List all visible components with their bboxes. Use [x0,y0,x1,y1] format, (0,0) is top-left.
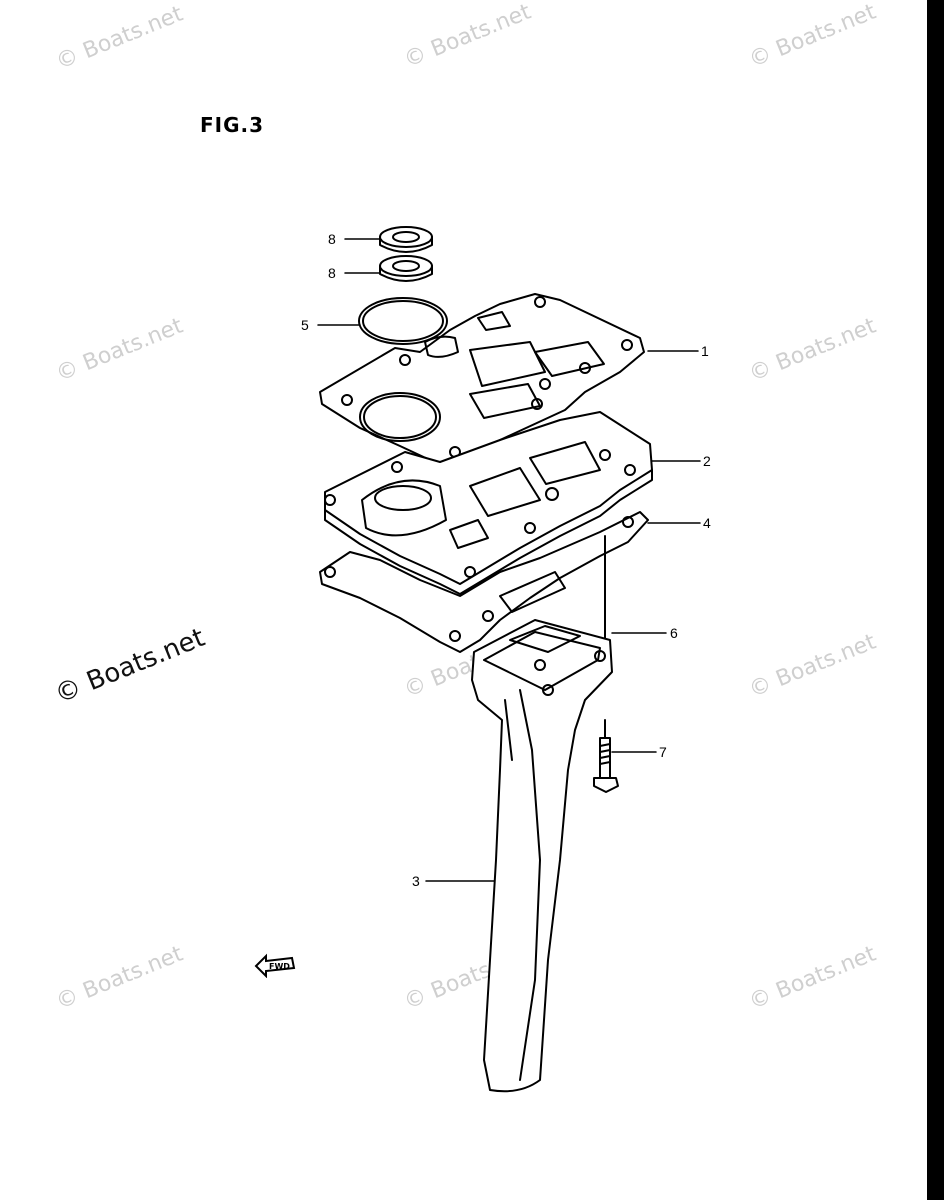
drive-shaft-housing [471,619,613,1093]
upper-gasket [319,293,645,471]
callout-5: 5 [301,317,309,333]
callout-2: 2 [703,453,711,469]
leader-lines [317,238,701,882]
callout-4: 4 [703,515,711,531]
right-edge-bar [927,0,944,1200]
callout-7: 7 [659,744,667,760]
callout-6: 6 [670,625,678,641]
oil-seal-upper [379,226,433,253]
forward-arrow-icon: FWD [254,952,296,983]
callout-1: 1 [701,343,709,359]
lower-gasket [319,511,649,653]
bolt [593,719,619,793]
callout-8-lower: 8 [328,265,336,281]
callout-8-upper: 8 [328,231,336,247]
oil-seal-lower [379,255,433,282]
figure-title: FIG.3 [200,113,265,137]
o-ring [358,297,448,345]
callout-3: 3 [412,873,420,889]
fwd-label: FWD [269,962,290,971]
mounting-plate [324,411,653,595]
